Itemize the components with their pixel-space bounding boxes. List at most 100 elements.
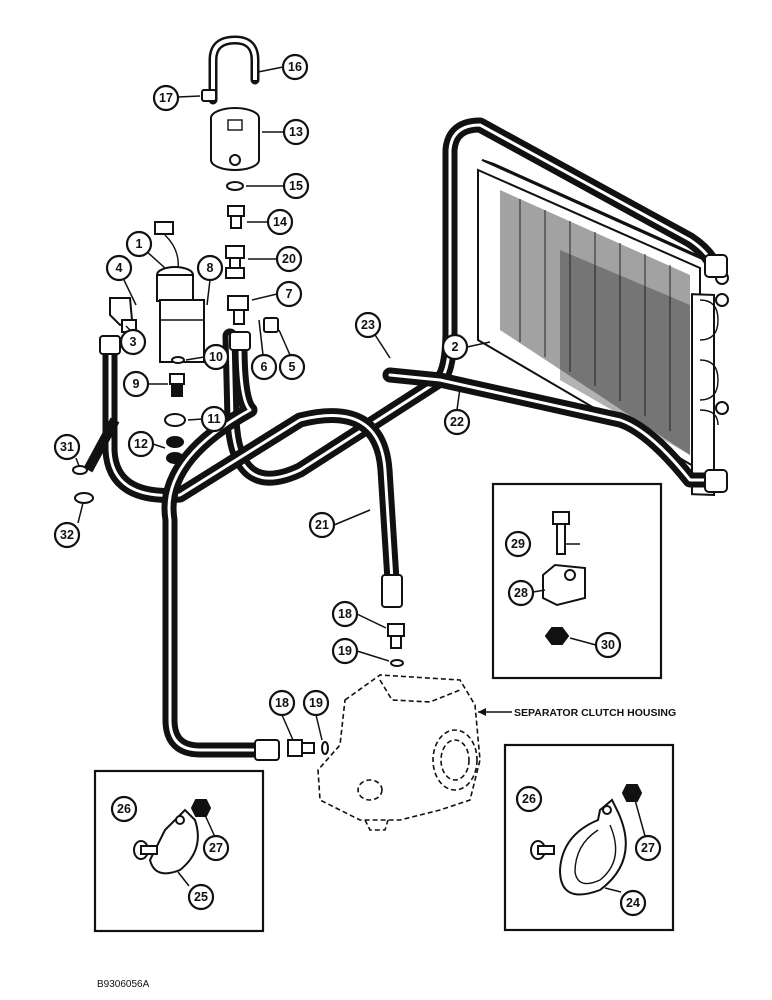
svg-text:7: 7 — [286, 287, 293, 301]
svg-text:17: 17 — [159, 91, 173, 105]
screw — [530, 840, 555, 860]
fitting — [169, 373, 185, 397]
svg-text:18: 18 — [275, 696, 289, 710]
condenser — [477, 159, 729, 496]
callout-20: 20 — [275, 245, 303, 273]
callout-26: 26 — [515, 785, 543, 813]
svg-text:16: 16 — [288, 60, 302, 74]
svg-text:23: 23 — [361, 318, 375, 332]
svg-text:20: 20 — [282, 252, 296, 266]
svg-text:29: 29 — [511, 537, 525, 551]
callout-10: 10 — [202, 343, 230, 371]
svg-text:13: 13 — [289, 125, 303, 139]
nut — [621, 784, 643, 802]
housing-label: SEPARATOR CLUTCH HOUSING — [514, 707, 676, 719]
callout-14: 14 — [266, 208, 294, 236]
callout-30: 30 — [594, 631, 622, 659]
callout-13: 13 — [282, 118, 310, 146]
washer — [164, 413, 186, 427]
svg-text:19: 19 — [338, 644, 352, 658]
leader-lines — [75, 66, 646, 893]
svg-text:4: 4 — [116, 261, 123, 275]
callout-29: 29 — [504, 530, 532, 558]
nut — [201, 89, 217, 102]
clamp-block — [542, 563, 586, 607]
hose-fittings — [99, 254, 728, 761]
svg-text:1: 1 — [136, 237, 143, 251]
svg-text:18: 18 — [338, 607, 352, 621]
svg-text:5: 5 — [289, 360, 296, 374]
svg-text:31: 31 — [60, 440, 74, 454]
callout-9: 9 — [122, 370, 150, 398]
svg-text:2: 2 — [452, 340, 459, 354]
hose-21 — [102, 342, 400, 588]
hose-lower — [161, 337, 270, 758]
o-ring — [171, 356, 185, 364]
svg-text:26: 26 — [117, 802, 131, 816]
callout-3: 3 — [119, 328, 147, 356]
svg-text:11: 11 — [207, 412, 220, 426]
o-ring — [321, 741, 329, 755]
callout-6: 6 — [250, 353, 278, 381]
tee-fitting — [227, 295, 249, 325]
clamp — [148, 808, 199, 875]
nut — [190, 799, 212, 817]
callout-11: 11 — [200, 405, 228, 433]
callout-1: 1 — [125, 230, 153, 258]
callout-25: 25 — [187, 883, 215, 911]
svg-text:8: 8 — [207, 261, 214, 275]
separator-clutch-housing — [317, 674, 512, 831]
callout-17: 17 — [152, 84, 180, 112]
callout-31: 31 — [53, 433, 81, 461]
hex-nut — [544, 627, 570, 645]
callout-32: 32 — [53, 521, 81, 549]
fitting — [287, 739, 315, 757]
clamp — [558, 798, 627, 896]
svg-text:22: 22 — [450, 415, 464, 429]
callout-24: 24 — [619, 889, 647, 917]
callout-22: 22 — [443, 408, 471, 436]
svg-text:6: 6 — [261, 360, 268, 374]
fitting — [225, 245, 245, 279]
fitting — [387, 623, 405, 649]
cap — [263, 317, 279, 333]
nut — [166, 452, 184, 464]
svg-text:10: 10 — [209, 350, 223, 364]
callout-16: 16 — [281, 53, 309, 81]
o-ring — [390, 659, 404, 667]
svg-text:28: 28 — [514, 586, 528, 600]
callout-15: 15 — [282, 172, 310, 200]
switch — [154, 221, 194, 302]
svg-text:9: 9 — [133, 377, 140, 391]
svg-text:26: 26 — [522, 792, 536, 806]
callout-21: 21 — [308, 511, 336, 539]
svg-text:27: 27 — [641, 841, 655, 855]
svg-text:25: 25 — [194, 890, 208, 904]
svg-text:32: 32 — [60, 528, 74, 542]
hose-22 — [382, 367, 723, 488]
callout-23: 23 — [354, 311, 382, 339]
svg-text:19: 19 — [309, 696, 323, 710]
svg-text:12: 12 — [134, 437, 148, 451]
callout-27: 27 — [634, 834, 662, 862]
callout-4: 4 — [105, 254, 133, 282]
callout-19: 19 — [331, 637, 359, 665]
svg-text:21: 21 — [315, 518, 329, 532]
receiver-drier — [210, 107, 260, 171]
svg-text:3: 3 — [130, 335, 137, 349]
svg-text:24: 24 — [626, 896, 640, 910]
svg-text:15: 15 — [289, 179, 303, 193]
callout-5: 5 — [278, 353, 306, 381]
o-ring — [226, 181, 244, 191]
callout-8: 8 — [196, 254, 224, 282]
svg-text:30: 30 — [601, 638, 615, 652]
callout-26: 26 — [110, 795, 138, 823]
bolt — [552, 511, 570, 555]
callout-27: 27 — [202, 834, 230, 862]
callout-18: 18 — [331, 600, 359, 628]
svg-text:14: 14 — [273, 215, 287, 229]
svg-text:27: 27 — [209, 841, 223, 855]
callout-28: 28 — [507, 579, 535, 607]
reference-code: B9306056A — [97, 979, 150, 990]
